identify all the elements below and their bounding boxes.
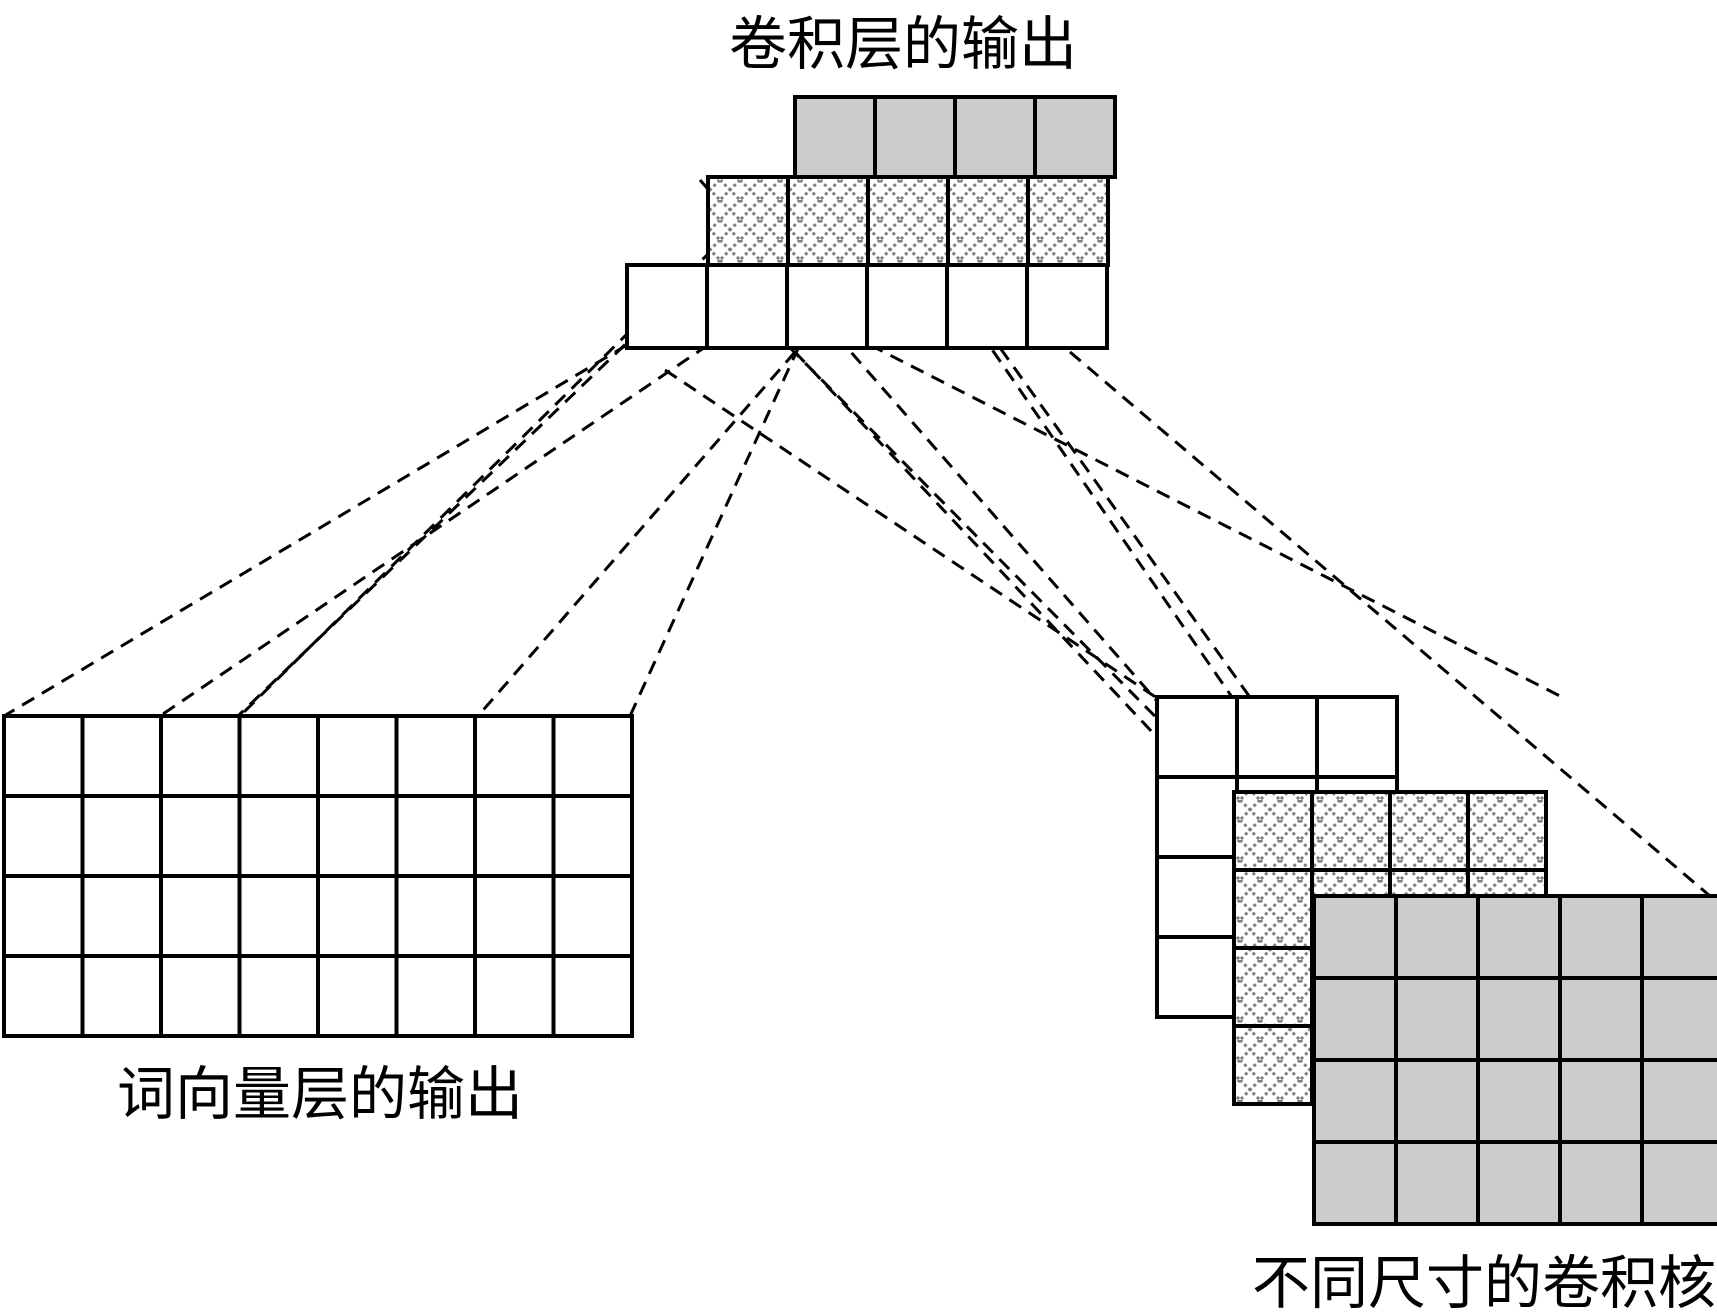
word-vector-grid-cell	[2, 714, 85, 798]
conv-output-row-2-cell	[946, 175, 1030, 267]
word-vector-grid-cell	[551, 874, 634, 958]
kernel-1-cell	[1235, 695, 1319, 779]
conv-output-row-1-cell	[953, 95, 1037, 179]
kernel-2-cell	[1232, 868, 1314, 950]
kernel-1-cell	[1155, 855, 1239, 939]
conv-output-row-1-cell	[873, 95, 957, 179]
word-vector-grid-cell	[551, 954, 634, 1038]
kernel-3-cell	[1394, 976, 1480, 1062]
conv-output-row-3-cell	[705, 263, 789, 350]
word-vector-grid-cell	[316, 954, 399, 1038]
conv-output-row-3	[625, 263, 1109, 350]
conv-output-row-3-cell	[785, 263, 869, 350]
conv-output-row-1-cell	[793, 95, 877, 179]
kernel-2-cell	[1232, 946, 1314, 1028]
conv-output-row-1	[793, 95, 1117, 179]
word-vector-grid-cell	[237, 954, 320, 1038]
kernel-2-cell	[1310, 790, 1392, 872]
kernel-3-cell	[1394, 894, 1480, 980]
dashed-connector	[3, 343, 628, 718]
word-vector-grid-cell	[2, 874, 85, 958]
word-vector-grid-cell	[316, 714, 399, 798]
conv-output-row-2-cell	[706, 175, 790, 267]
kernel-3-cell	[1476, 894, 1562, 980]
word-vector-grid-cell	[237, 874, 320, 958]
kernel-3-cell	[1312, 1140, 1398, 1226]
word-vector-grid-cell	[237, 714, 320, 798]
kernel-1-cell	[1315, 695, 1399, 779]
kernel-3-cell	[1640, 1058, 1717, 1144]
word-vector-grid-cell	[159, 954, 242, 1038]
kernel-3-cell	[1476, 1140, 1562, 1226]
word-vector-grid-cell	[80, 874, 163, 958]
word-vector-grid-cell	[159, 874, 242, 958]
kernel-2-cell	[1466, 790, 1548, 872]
word-vector-grid-cell	[473, 874, 556, 958]
kernel-2-cell	[1388, 790, 1470, 872]
dashed-connector	[1069, 350, 1711, 898]
kernel-3-cell	[1476, 1058, 1562, 1144]
word-vector-grid-cell	[159, 794, 242, 878]
word-vector-grid-cell	[394, 794, 477, 878]
kernels-label: 不同尺寸的卷积核	[1252, 1251, 1716, 1316]
conv-output-row-3-cell	[1025, 263, 1109, 350]
dashed-connector	[159, 343, 709, 718]
dashed-connector	[476, 351, 797, 717]
word-vector-grid-cell	[316, 874, 399, 958]
kernel-1-cell	[1155, 775, 1239, 859]
grids	[2, 95, 1717, 1226]
word-vector-grid-cell	[80, 714, 163, 798]
word-vector-grid-cell	[316, 794, 399, 878]
word-vector-grid-cell	[394, 954, 477, 1038]
kernel-1-cell	[1155, 695, 1239, 779]
word-vector-grid-cell	[2, 794, 85, 878]
kernel-3-cell	[1394, 1058, 1480, 1144]
kernel-3-cell	[1558, 1058, 1644, 1144]
kernel-3-cell	[1394, 1140, 1480, 1226]
word-vector-grid-cell	[159, 714, 242, 798]
word-vector-grid-cell	[2, 954, 85, 1038]
kernel-3-cell	[1312, 1058, 1398, 1144]
word-vector-grid-cell	[394, 714, 477, 798]
conv-output-row-2-cell	[786, 175, 870, 267]
word-vector-grid-cell	[551, 714, 634, 798]
dashed-connector	[664, 368, 1161, 702]
kernel-3-cell	[1640, 976, 1717, 1062]
conv-output-row-3-cell	[945, 263, 1029, 350]
word-vector-grid-cell	[394, 874, 477, 958]
kernel-3-cell	[1558, 976, 1644, 1062]
conv-output-row-2	[706, 175, 1110, 267]
kernel-3-cell	[1312, 894, 1398, 980]
kernel-3-cell	[1312, 976, 1398, 1062]
word-vector-grid	[2, 714, 634, 1038]
word-vector-grid-cell	[237, 794, 320, 878]
kernel-3-cell	[1640, 1140, 1717, 1226]
word-vector-grid-cell	[80, 794, 163, 878]
conv-output-row-1-cell	[1033, 95, 1117, 179]
conv-output-row-3-cell	[865, 263, 949, 350]
kernel-2-cell	[1232, 790, 1314, 872]
word-vector-grid-cell	[473, 714, 556, 798]
dashed-connector	[698, 179, 1237, 791]
kernel-2-cell	[1232, 1024, 1314, 1106]
word-vector-grid-cell	[551, 794, 634, 878]
conv-output-row-3-cell	[625, 263, 709, 350]
kernel-3-cell	[1558, 894, 1644, 980]
word-vector-grid-cell	[80, 954, 163, 1038]
kernel-3-cell	[1640, 894, 1717, 980]
dashed-connector	[869, 343, 1561, 698]
conv-output-label: 卷积层的输出	[729, 12, 1077, 77]
kernel-1-cell	[1155, 935, 1239, 1019]
word-vector-grid-cell	[473, 794, 556, 878]
word-vector-grid-cell	[473, 954, 556, 1038]
kernel-3-cell	[1558, 1140, 1644, 1226]
kernel-3-cell	[1476, 976, 1562, 1062]
conv-output-row-2-cell	[866, 175, 950, 267]
conv-output-row-2-cell	[1026, 175, 1110, 267]
word-vector-output-label: 词向量层的输出	[117, 1062, 523, 1127]
kernel-3	[1312, 894, 1717, 1226]
